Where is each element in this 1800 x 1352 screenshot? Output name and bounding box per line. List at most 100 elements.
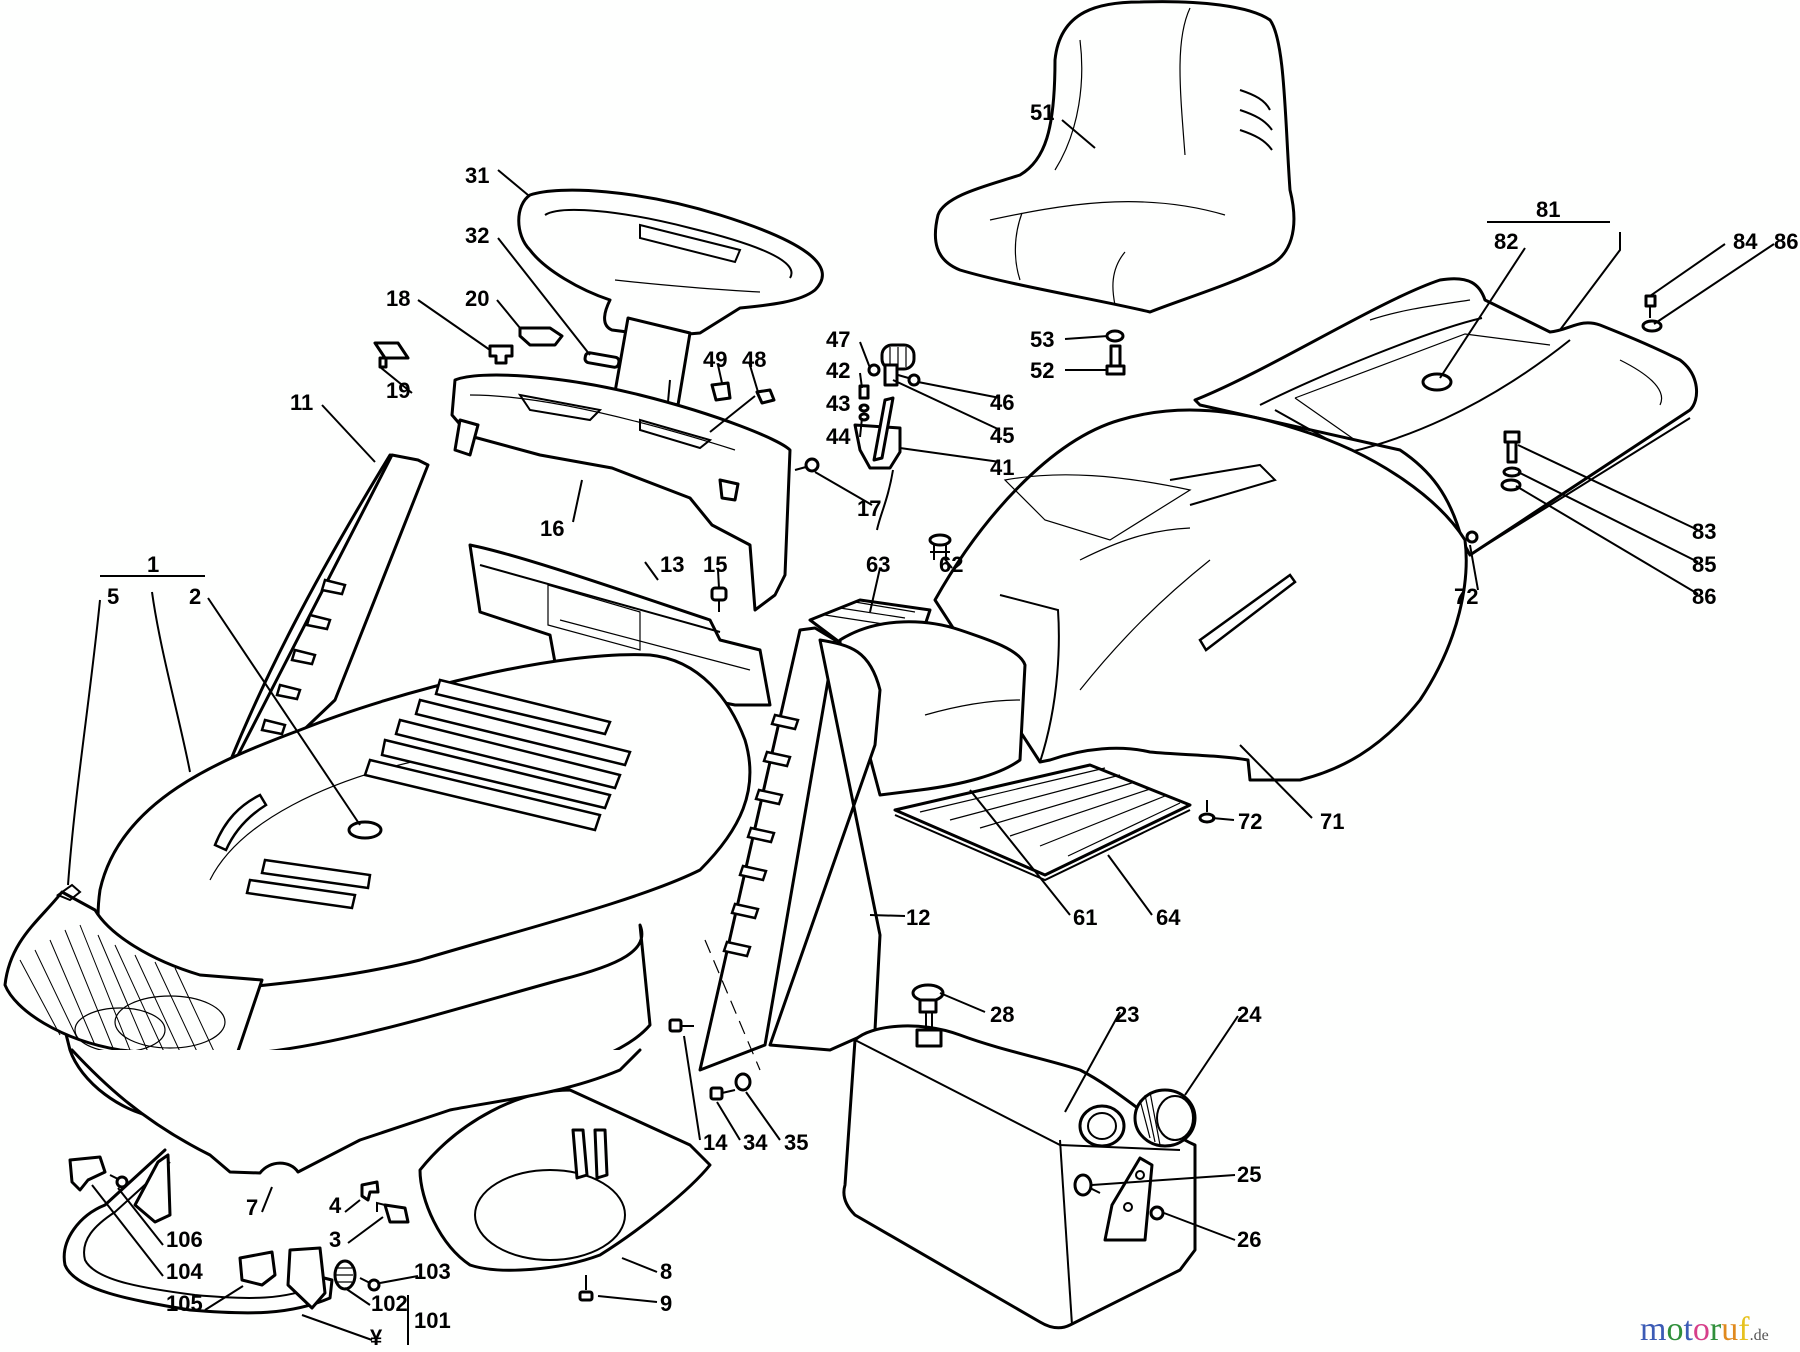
callout-44: 44 — [826, 424, 851, 449]
tank-cap[interactable] — [1133, 1088, 1197, 1148]
plate-left — [133, 1153, 172, 1224]
callout-7: 7 — [246, 1195, 258, 1220]
bracket-105[interactable] — [238, 1250, 277, 1287]
bracket-104[interactable] — [68, 1155, 107, 1192]
washer-86-top[interactable] — [1641, 319, 1663, 333]
callout-102: 102 — [371, 1291, 408, 1316]
callout-43: 43 — [826, 391, 850, 416]
screw-103[interactable] — [359, 1277, 381, 1292]
screw-9[interactable] — [578, 1275, 594, 1302]
watermark-suffix: .de — [1750, 1327, 1769, 1344]
screw-84[interactable] — [1644, 294, 1657, 318]
washer-35[interactable] — [734, 1072, 752, 1092]
washer-43[interactable] — [858, 403, 870, 413]
cap-20[interactable] — [518, 326, 564, 347]
plug-82[interactable] — [1421, 372, 1453, 392]
screw-25[interactable] — [1073, 1173, 1101, 1197]
dashboard[interactable] — [450, 373, 792, 612]
bolt-3[interactable] — [376, 1201, 410, 1224]
callout-labels: 51 31 32 18 20 19 11 16 49 48 47 42 43 4… — [107, 100, 1798, 1350]
clip-4[interactable] — [360, 1180, 380, 1202]
callout-84: 84 — [1733, 229, 1758, 254]
screw-106[interactable] — [109, 1174, 129, 1189]
bottom-tray[interactable] — [418, 1088, 712, 1272]
nut-47[interactable] — [867, 363, 881, 377]
screw-46[interactable] — [897, 373, 921, 387]
callout-64: 64 — [1156, 905, 1181, 930]
nut-49[interactable] — [710, 381, 732, 402]
callout-52: 52 — [1030, 358, 1054, 383]
callout-20: 20 — [465, 286, 489, 311]
callout-71: 71 — [1320, 809, 1344, 834]
screw-34[interactable] — [709, 1086, 736, 1101]
callout-81: 81 — [1536, 197, 1560, 222]
callout-5: 5 — [107, 584, 119, 609]
lower-body[interactable] — [70, 1048, 642, 1175]
callout-45: 45 — [990, 423, 1014, 448]
callout-82: 82 — [1494, 229, 1518, 254]
callout-83: 83 — [1692, 519, 1716, 544]
callout-28: 28 — [990, 1002, 1014, 1027]
screw-72-top[interactable] — [1465, 530, 1479, 544]
callout-42: 42 — [826, 358, 850, 383]
callout-103: 103 — [414, 1259, 451, 1284]
callout-46: 46 — [990, 390, 1014, 415]
bolt-83[interactable] — [1503, 430, 1521, 464]
side-panel-right[interactable] — [698, 626, 882, 1072]
knob-19[interactable] — [373, 341, 410, 369]
plug-18[interactable] — [488, 344, 514, 365]
rear-fender[interactable] — [933, 408, 1468, 782]
screw-17[interactable] — [794, 457, 820, 473]
callout-32: 32 — [465, 223, 489, 248]
throttle-lever[interactable] — [853, 396, 902, 531]
watermark-letter: t — [1683, 1311, 1693, 1348]
washer-86-bottom[interactable] — [1500, 478, 1522, 492]
callout-12: 12 — [906, 905, 930, 930]
steering-pin[interactable] — [583, 351, 621, 369]
callout-62: 62 — [939, 552, 963, 577]
lever-48[interactable] — [709, 388, 776, 433]
watermark-letter: m — [1640, 1311, 1666, 1348]
bolt-52[interactable] — [1105, 344, 1126, 376]
screw-14[interactable] — [668, 1018, 694, 1033]
callout-1: 1 — [147, 552, 159, 577]
seat[interactable] — [933, 0, 1296, 314]
callout-86-top: 86 — [1774, 229, 1798, 254]
callout-11: 11 — [290, 390, 313, 415]
callout-47: 47 — [826, 327, 850, 352]
fuel-tank[interactable] — [842, 1024, 1197, 1330]
callout-85: 85 — [1692, 552, 1716, 577]
fuel-cap-gauge[interactable] — [911, 983, 945, 1048]
screw-42[interactable] — [858, 384, 870, 400]
watermark-letter: o — [1666, 1311, 1683, 1348]
callout-8: 8 — [660, 1259, 672, 1284]
foot-mat[interactable] — [893, 763, 1192, 882]
callout-14: 14 — [703, 1130, 728, 1155]
callout-49: 49 — [703, 347, 727, 372]
callout-53: 53 — [1030, 327, 1054, 352]
hood-plug[interactable] — [347, 820, 383, 840]
callout-63: 63 — [866, 552, 890, 577]
callout-16: 16 — [540, 516, 564, 541]
knob-45[interactable] — [880, 343, 916, 387]
washer-53[interactable] — [1105, 329, 1125, 343]
side-panel-left[interactable] — [213, 453, 430, 807]
washer-85[interactable] — [1502, 466, 1522, 478]
callout-4: 4 — [329, 1193, 342, 1218]
rear-cover-assembly[interactable] — [1193, 277, 1699, 557]
callout-bumper-bar: ¥ — [370, 1325, 383, 1350]
leader-lines — [67, 119, 1775, 1345]
callout-25: 25 — [1237, 1162, 1261, 1187]
screw-72-bottom[interactable] — [1198, 800, 1216, 824]
front-grille[interactable] — [3, 883, 264, 1062]
screw-62[interactable] — [928, 533, 952, 560]
nut-26[interactable] — [1149, 1205, 1165, 1221]
steering-wheel[interactable] — [517, 188, 824, 336]
bushing-102[interactable] — [333, 1259, 357, 1291]
tank-spout — [1078, 1104, 1126, 1148]
watermark-letter: u — [1721, 1311, 1738, 1348]
svg-text:motoruf.de: motoruf.de — [1640, 1311, 1769, 1348]
nut-15[interactable] — [710, 586, 728, 612]
callout-34: 34 — [743, 1130, 768, 1155]
